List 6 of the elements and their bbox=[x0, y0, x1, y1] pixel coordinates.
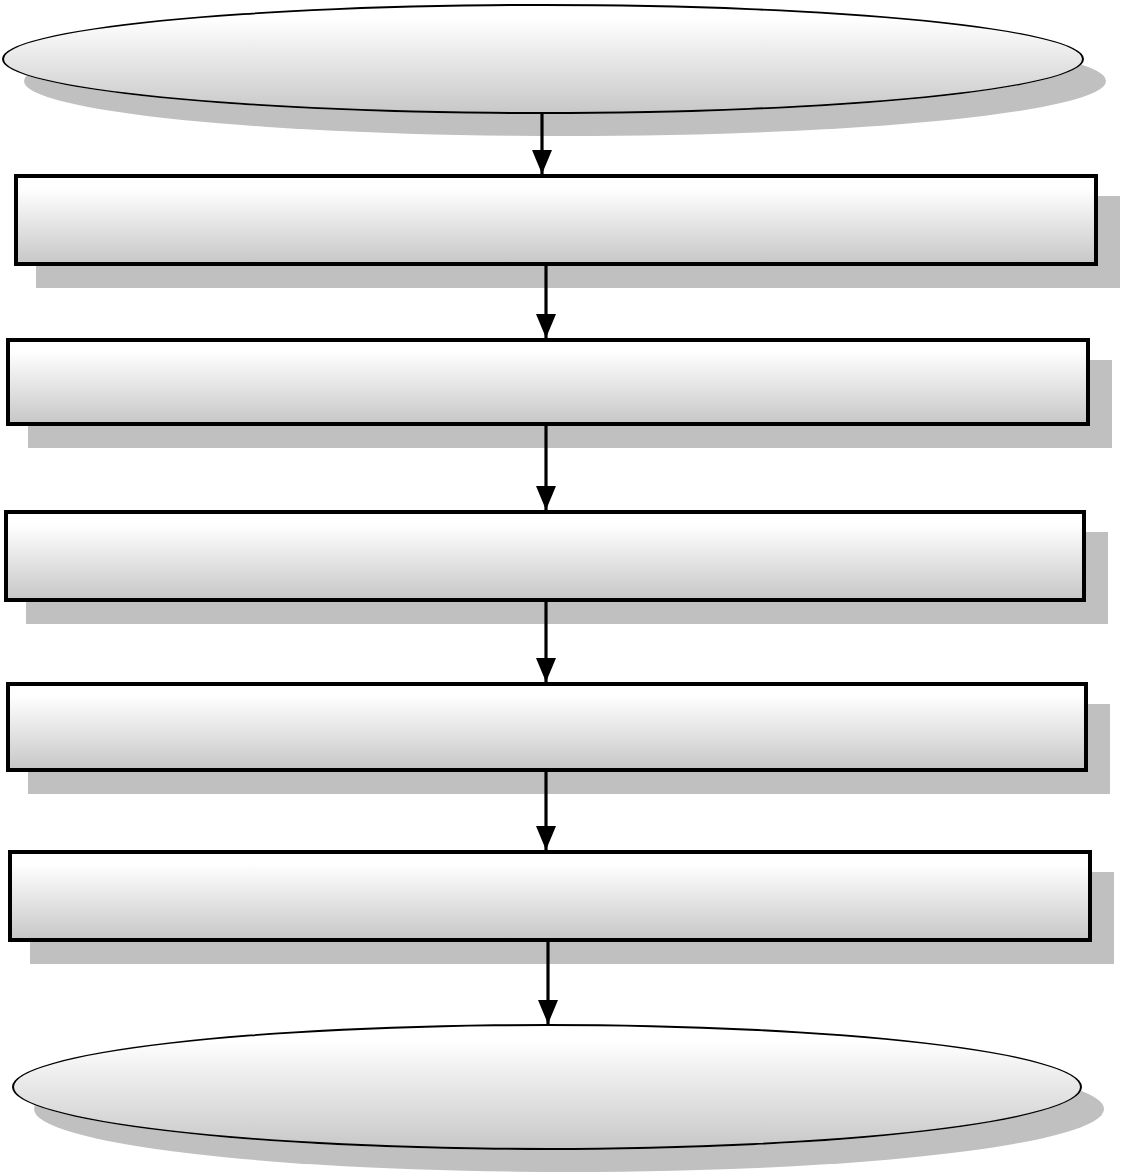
arrow bbox=[538, 942, 558, 1024]
arrow bbox=[536, 426, 556, 510]
arrow bbox=[532, 114, 552, 174]
arrow bbox=[536, 602, 556, 682]
arrow bbox=[536, 266, 556, 338]
arrow bbox=[536, 772, 556, 850]
